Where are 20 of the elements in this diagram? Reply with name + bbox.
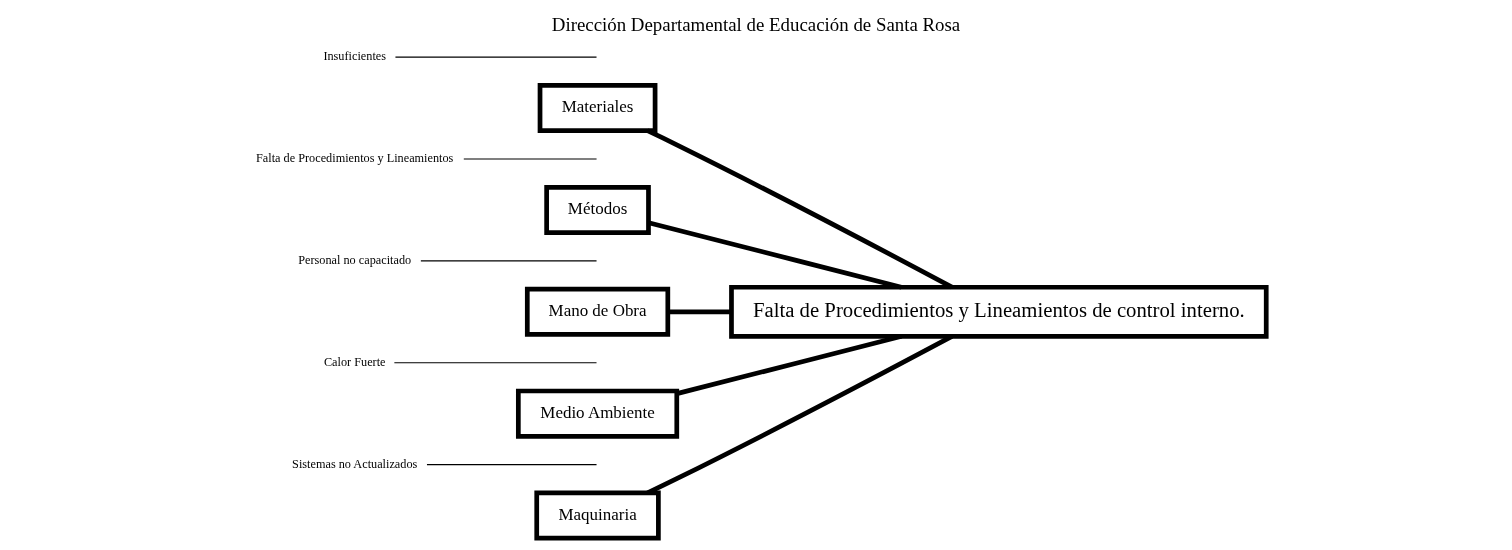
node-text: Insuficientes (323, 49, 386, 64)
connector (676, 334, 903, 396)
node-text: Falta de Procedimientos y Lineamientos (256, 151, 454, 166)
connector (420, 260, 598, 262)
node-box: Métodos (544, 184, 651, 235)
connector (668, 309, 732, 315)
diagram-title: Dirección Departamental de Educación de Santa Rosa (551, 13, 961, 35)
node-box: Maquinaria (534, 490, 661, 541)
node-text: Personal no capacitado (298, 253, 412, 268)
connector (648, 220, 902, 290)
connector (394, 56, 598, 58)
node-text: Calor Fuerte (323, 354, 386, 369)
connector (426, 464, 598, 466)
node-box: Medio Ambiente (515, 388, 680, 439)
node-box: Falta de Procedimientos y Lineamientos de control interno. (729, 284, 1269, 339)
node-box: Materiales (537, 83, 658, 134)
connector (393, 362, 598, 364)
node-box: Mano de Obra (524, 286, 671, 337)
node-text: Sistemas no Actualizados (292, 456, 418, 471)
connector (646, 128, 954, 290)
